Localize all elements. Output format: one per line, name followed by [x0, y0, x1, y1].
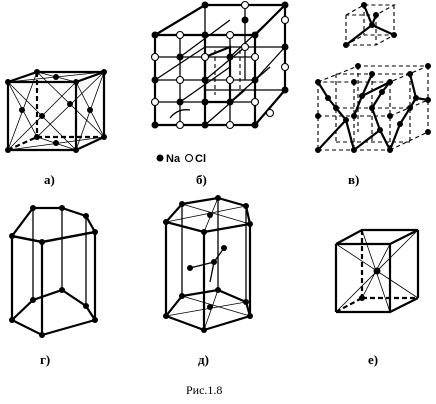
label-g: г) — [40, 352, 50, 367]
label-b: б) — [196, 172, 207, 187]
legend-cl-label: Cl — [195, 153, 206, 165]
bcc-atoms — [359, 267, 381, 301]
nacl-lattice-edges — [153, 3, 287, 127]
bcc-cell-diagram: е) — [334, 228, 420, 367]
nacl-cl-atoms — [150, 0, 290, 130]
hex-prism-atoms — [9, 205, 98, 338]
nacl-lattice-diagram: Na Cl б) — [150, 0, 290, 187]
diamond-lattice-diagram: в) — [315, 2, 431, 187]
label-v: в) — [348, 172, 359, 187]
legend-cl-marker — [184, 153, 194, 163]
label-a: а) — [44, 172, 55, 187]
hcp-edges — [163, 196, 252, 332]
fcc-cell-diagram: а) — [5, 69, 107, 187]
legend-na-label: Na — [166, 153, 181, 165]
hcp-cell-diagram: д) — [163, 195, 253, 367]
hex-prism-edges — [10, 206, 97, 337]
diamond-atoms — [315, 63, 431, 153]
hcp-atoms — [163, 195, 253, 333]
nacl-na-atoms — [151, 1, 289, 129]
label-d: д) — [198, 352, 209, 367]
nacl-legend: Na Cl — [156, 153, 206, 165]
figure-caption: Рис.1.8 — [186, 383, 222, 397]
hexagonal-prism-diagram: г) — [9, 205, 98, 367]
legend-na-marker — [156, 154, 164, 162]
label-e: е) — [368, 352, 378, 367]
fcc-atoms — [5, 69, 107, 153]
diamond-small-cell — [343, 2, 397, 48]
